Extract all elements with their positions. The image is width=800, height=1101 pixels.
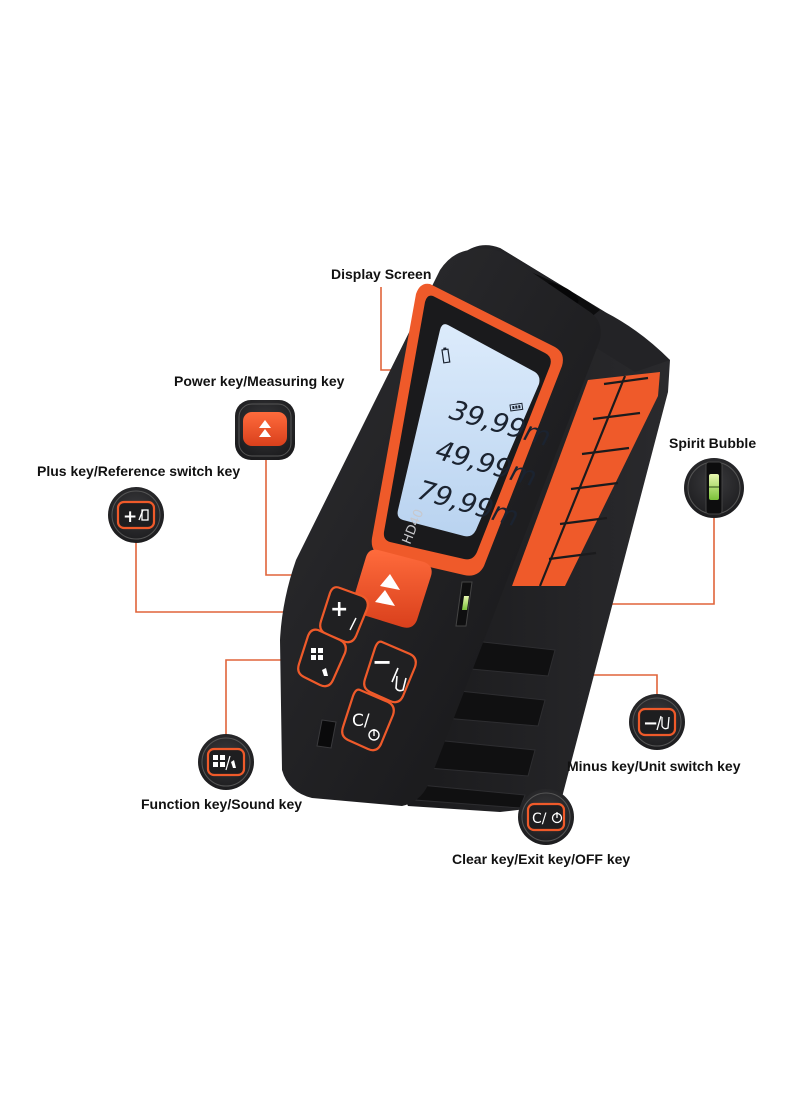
clear-power-button[interactable]: C/ [341, 688, 395, 752]
clear-key-badge: C/ [518, 789, 574, 845]
signal-icon [509, 402, 524, 412]
clear-power-icon [368, 729, 380, 741]
minus-unit-icon [391, 667, 407, 692]
label-plus-key: Plus key/Reference switch key [37, 463, 241, 479]
rangefinder-device: 39,99m 49,99m 79,99m HD40 + [280, 245, 670, 812]
label-minus-key: Minus key/Unit switch key [567, 758, 741, 774]
device-bubble-window [455, 581, 473, 627]
plus-reference-icon [349, 617, 357, 631]
lcd-screen [397, 324, 540, 537]
function-sound-button[interactable] [297, 628, 347, 688]
orange-side-panel [512, 372, 660, 586]
minus-unit-button[interactable]: − [363, 640, 417, 704]
minus-unit-icon [656, 715, 670, 731]
clear-power-icon [551, 812, 563, 824]
function-sound-icon [213, 755, 236, 771]
leader-plus [135, 540, 335, 613]
bottom-port [316, 719, 337, 749]
label-spirit-bubble: Spirit Bubble [669, 435, 757, 451]
minus-key-badge: − [629, 694, 685, 750]
clear-glyph: C/ [352, 711, 370, 731]
minus-glyph: − [372, 648, 392, 676]
plus-badge-glyph: + [123, 507, 137, 527]
measure-button[interactable] [352, 549, 432, 628]
measure-triangle-icon [259, 420, 271, 437]
power-key-badge [235, 400, 295, 460]
clear-badge-glyph: C/ [532, 811, 547, 827]
battery-icon [441, 347, 451, 364]
plus-glyph: + [330, 597, 348, 622]
spirit-bubble-badge [684, 458, 744, 518]
plus-reference-icon [138, 509, 149, 521]
function-sound-icon [311, 648, 328, 676]
orange-panel-grid [538, 375, 649, 587]
measure-triangle-icon [375, 574, 400, 606]
label-clear-key: Clear key/Exit key/OFF key [452, 851, 631, 867]
function-key-badge [198, 734, 254, 790]
plus-key-badge: + [108, 487, 164, 543]
label-power-key: Power key/Measuring key [174, 373, 345, 389]
label-function-key: Function key/Sound key [141, 796, 303, 812]
label-display-screen: Display Screen [331, 266, 432, 282]
plus-reference-button[interactable]: + [319, 586, 369, 644]
minus-badge-glyph: − [643, 713, 658, 734]
